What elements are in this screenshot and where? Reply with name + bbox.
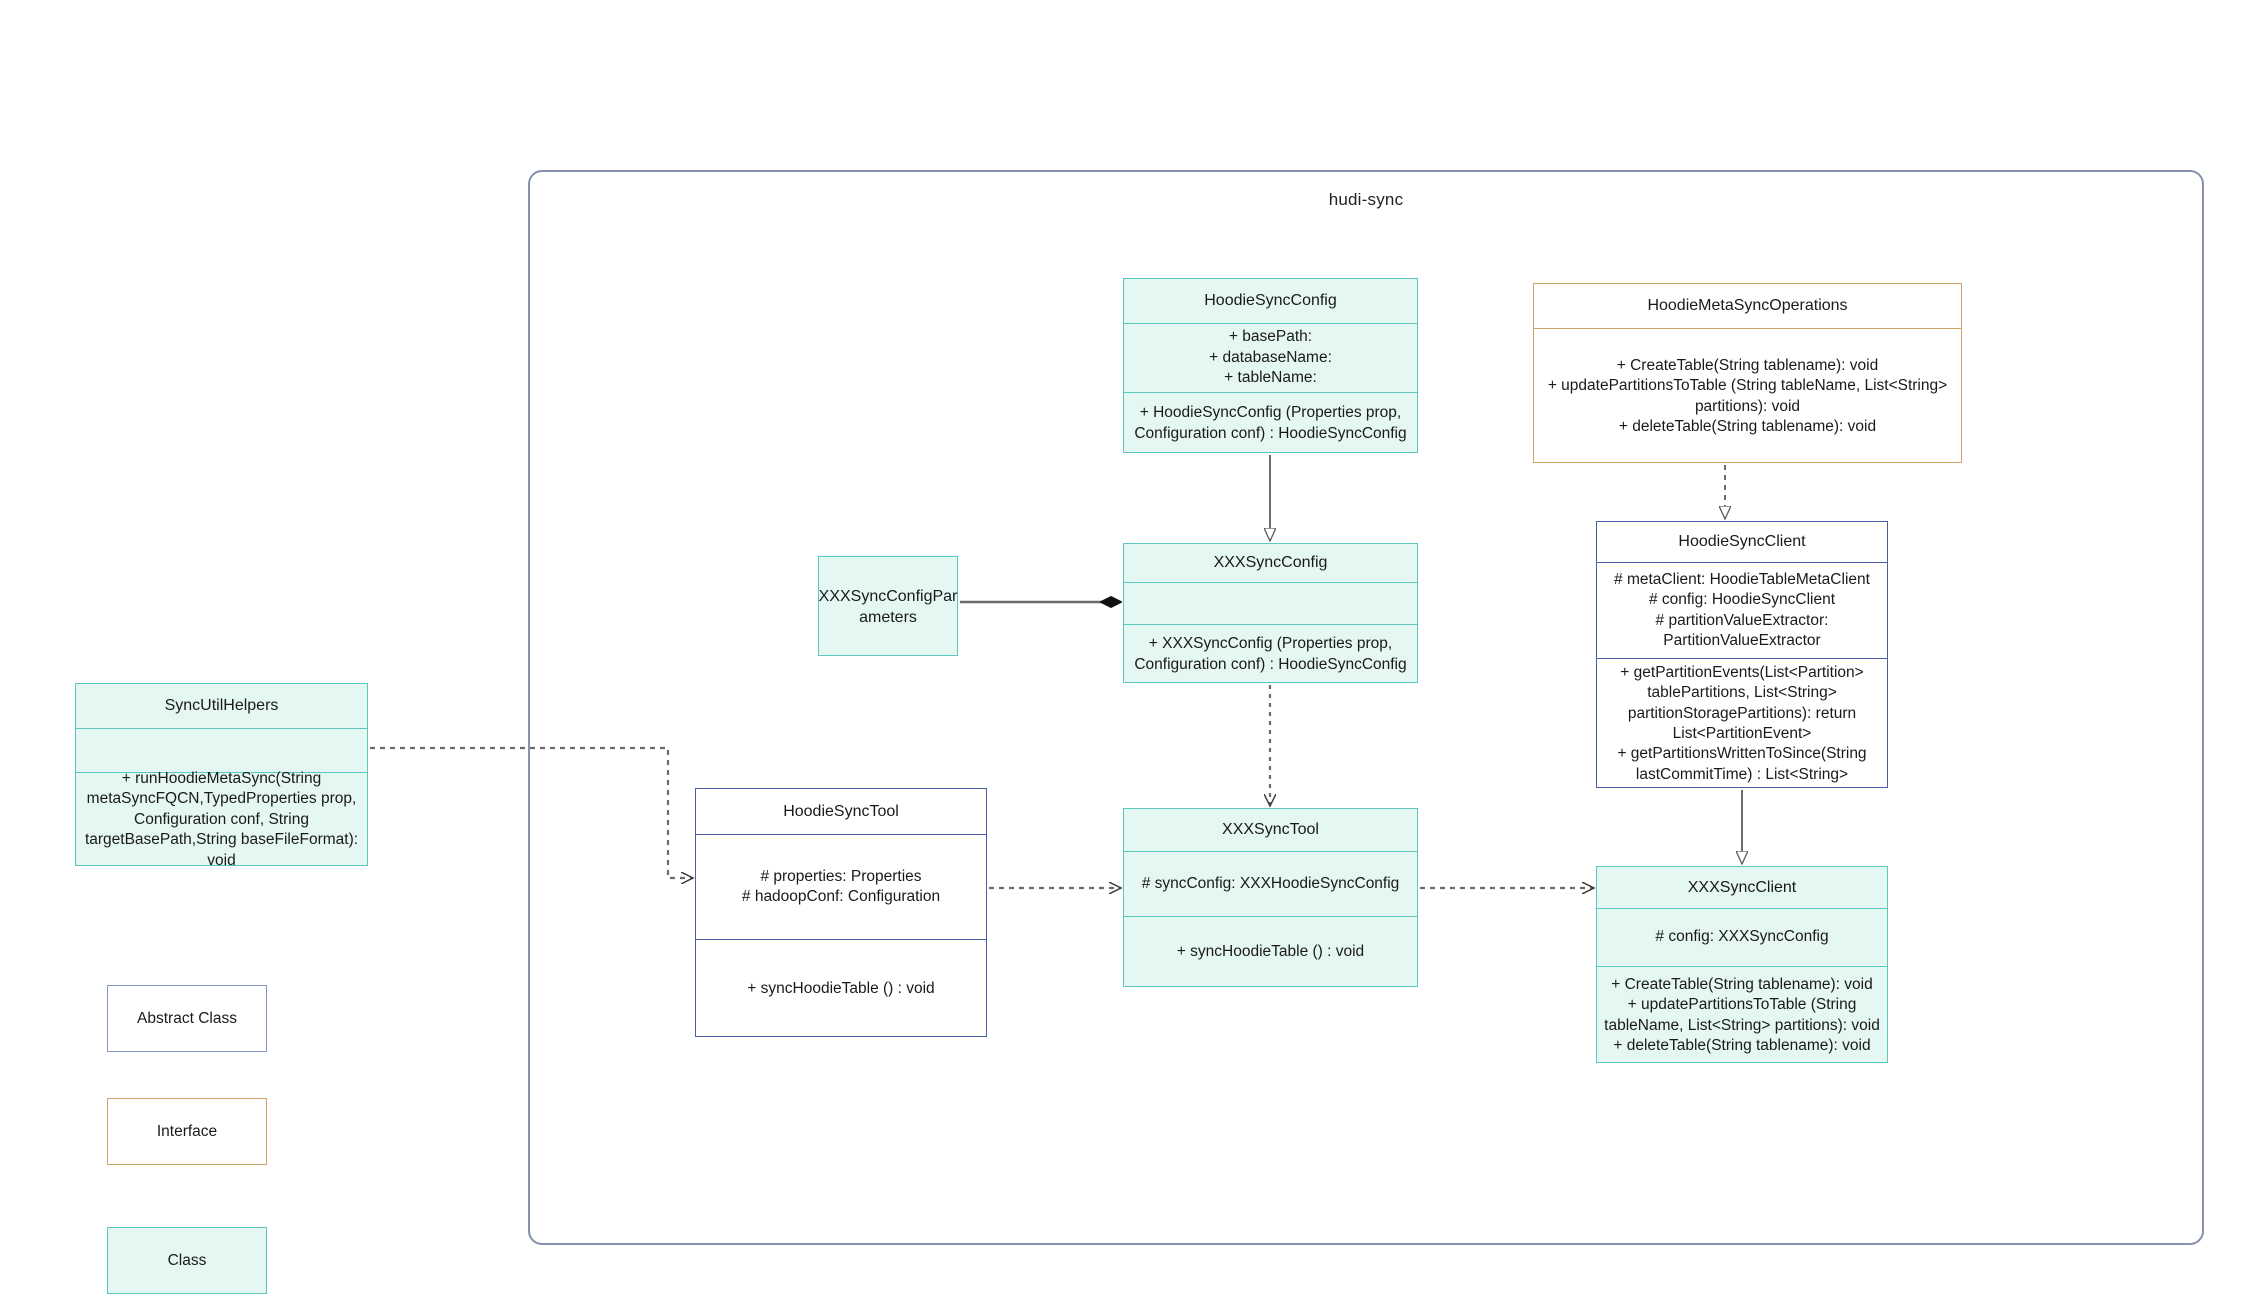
uml-title-syncutilhelpers: SyncUtilHelpers — [164, 697, 279, 715]
uml-title-hoodiesynctool: HoodieSyncTool — [783, 802, 899, 820]
uml-title-hoodiemetasyncoperations: HoodieMetaSyncOperations — [1647, 297, 1848, 315]
uml-title-xxxsynctool: XXXSyncTool — [1222, 821, 1319, 839]
uml-operations-hoodiesyncclient: + getPartitionEvents(List<Partition> tab… — [1597, 658, 1887, 789]
uml-operations-xxxsyncclient: + CreateTable(String tablename): void + … — [1597, 966, 1887, 1064]
uml-attributes-hoodiesynctool: # properties: Properties # hadoopConf: C… — [696, 834, 986, 939]
uml-class-hoodiesyncclient[interactable]: HoodieSyncClient # metaClient: HoodieTabl… — [1596, 521, 1888, 788]
uml-class-xxxsyncconfigparameters[interactable]: XXXSyncConfigPar ameters — [818, 556, 958, 656]
uml-operations-xxxsynctool: + syncHoodieTable () : void — [1124, 916, 1417, 988]
uml-attributes-syncutilhelpers — [76, 728, 367, 772]
uml-attributes-hoodiesyncconfig: + basePath: + databaseName: + tableName: — [1124, 323, 1417, 392]
uml-attributes-xxxsynctool: # syncConfig: XXXHoodieSyncConfig — [1124, 851, 1417, 916]
uml-operations-xxxsyncconfig: + XXXSyncConfig (Properties prop, Config… — [1124, 624, 1417, 684]
uml-title-hoodiesyncconfig: HoodieSyncConfig — [1204, 292, 1337, 310]
uml-attributes-xxxsyncconfig — [1124, 582, 1417, 624]
uml-operations-hoodiesynctool: + syncHoodieTable () : void — [696, 939, 986, 1038]
uml-operations-syncutilhelpers: + runHoodieMetaSync(String metaSyncFQCN,… — [76, 770, 367, 869]
uml-title-xxxsyncconfigparameters: XXXSyncConfigPar ameters — [818, 587, 958, 626]
uml-class-hoodiesyncconfig[interactable]: HoodieSyncConfig + basePath: + databaseNa… — [1123, 278, 1418, 453]
uml-class-xxxsyncconfig[interactable]: XXXSyncConfig + XXXSyncConfig (Properties… — [1123, 543, 1418, 683]
legend-interface[interactable]: Interface — [107, 1098, 267, 1165]
package-hudi-sync[interactable]: hudi-sync — [528, 170, 2204, 1245]
uml-title-xxxsyncclient: XXXSyncClient — [1687, 878, 1797, 896]
uml-attributes-xxxsyncclient: # config: XXXSyncConfig — [1597, 908, 1887, 966]
uml-class-syncutilhelpers[interactable]: SyncUtilHelpers + runHoodieMetaSync(Strin… — [75, 683, 368, 869]
uml-operations-hoodiemetasyncoperations: + CreateTable(String tablename): void + … — [1534, 328, 1961, 464]
uml-class-xxxsynctool[interactable]: XXXSyncTool # syncConfig: XXXHoodieSyncCo… — [1123, 808, 1418, 987]
uml-class-xxxsyncclient[interactable]: XXXSyncClient # config: XXXSyncConfig+ Cr… — [1596, 866, 1888, 1063]
uml-class-hoodiemetasyncoperations[interactable]: HoodieMetaSyncOperations + CreateTable(St… — [1533, 283, 1962, 463]
uml-title-hoodiesyncclient: HoodieSyncClient — [1678, 533, 1806, 551]
package-title: hudi-sync — [1328, 190, 1404, 209]
uml-attributes-hoodiesyncclient: # metaClient: HoodieTableMetaClient # co… — [1597, 562, 1887, 658]
legend-class[interactable]: Class — [107, 1227, 267, 1294]
uml-operations-hoodiesyncconfig: + HoodieSyncConfig (Properties prop, Con… — [1124, 392, 1417, 454]
uml-title-xxxsyncconfig: XXXSyncConfig — [1213, 554, 1328, 572]
uml-class-hoodiesynctool[interactable]: HoodieSyncTool # properties: Properties #… — [695, 788, 987, 1037]
legend-abstract-class[interactable]: Abstract Class — [107, 985, 267, 1052]
